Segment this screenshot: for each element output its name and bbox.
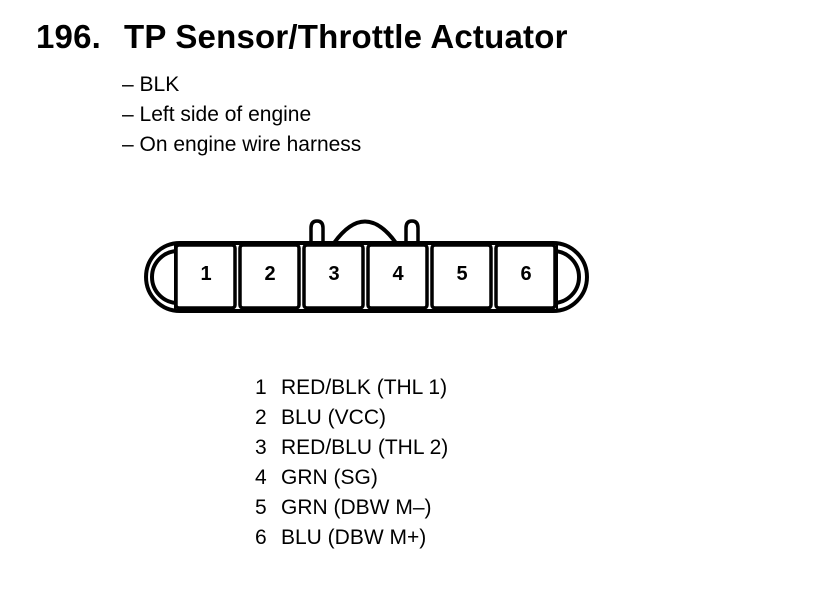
lock-tab-arc xyxy=(332,219,398,245)
pinout-row: 5 GRN (DBW M–) xyxy=(255,493,448,523)
pin-cavity-2 xyxy=(238,243,301,310)
pin-label-2: 2 xyxy=(264,263,275,285)
pinout-wire-desc: GRN (SG) xyxy=(281,466,378,489)
pinout-pin-number: 5 xyxy=(255,496,267,519)
pinout-row: 2 BLU (VCC) xyxy=(255,403,448,433)
pin-label-4: 4 xyxy=(392,263,404,285)
pinout-wire-desc: GRN (DBW M–) xyxy=(281,496,432,519)
housing-right-inner-cap xyxy=(552,249,581,305)
pinout-wire-desc: RED/BLU (THL 2) xyxy=(281,436,449,459)
pinout-pin-number: 2 xyxy=(255,406,267,429)
housing-left-inner-cap xyxy=(150,249,179,305)
lock-post-right xyxy=(404,219,420,243)
connector-number: 196. xyxy=(36,18,102,55)
note-harness: – On engine wire harness xyxy=(122,133,362,156)
pinout-wire-desc: RED/BLK (THL 1) xyxy=(281,376,448,399)
pinout-row: 3 RED/BLU (THL 2) xyxy=(255,433,448,463)
pin-cavity-6 xyxy=(494,243,557,310)
pin-cavity-1 xyxy=(174,243,237,310)
pinout-wire-desc: BLU (DBW M+) xyxy=(281,526,427,549)
pinout-pin-number: 6 xyxy=(255,526,267,549)
pinout-wire-desc: BLU (VCC) xyxy=(281,406,387,429)
pin-label-1: 1 xyxy=(200,263,211,285)
connector-title: TP Sensor/Throttle Actuator xyxy=(124,18,568,55)
pin-cavity-4 xyxy=(366,243,429,310)
pin-cavity-5 xyxy=(430,243,493,310)
pinout-pin-number: 4 xyxy=(255,466,267,489)
pinout-pin-number: 3 xyxy=(255,436,267,459)
pinout-row: 1 RED/BLK (THL 1) xyxy=(255,373,448,403)
pinout-pin-number: 1 xyxy=(255,376,267,399)
note-location: – Left side of engine xyxy=(122,103,312,126)
pinout-row: 4 GRN (SG) xyxy=(255,463,448,493)
pin-label-3: 3 xyxy=(328,263,339,285)
note-color: – BLK xyxy=(122,73,180,96)
pinout-row: 6 BLU (DBW M+) xyxy=(255,523,448,553)
pin-label-5: 5 xyxy=(456,263,467,285)
pin-cavity-3 xyxy=(302,243,365,310)
pinout-legend: 1 RED/BLK (THL 1) 2 BLU (VCC) 3 RED/BLU (TH… xyxy=(255,373,448,553)
lock-post-left xyxy=(309,219,325,243)
connector-notes: – BLK – Left side of engine – On engine … xyxy=(122,70,361,160)
page-title: 196. TP Sensor/Throttle Actuator xyxy=(36,18,568,56)
pin-label-6: 6 xyxy=(520,263,531,285)
